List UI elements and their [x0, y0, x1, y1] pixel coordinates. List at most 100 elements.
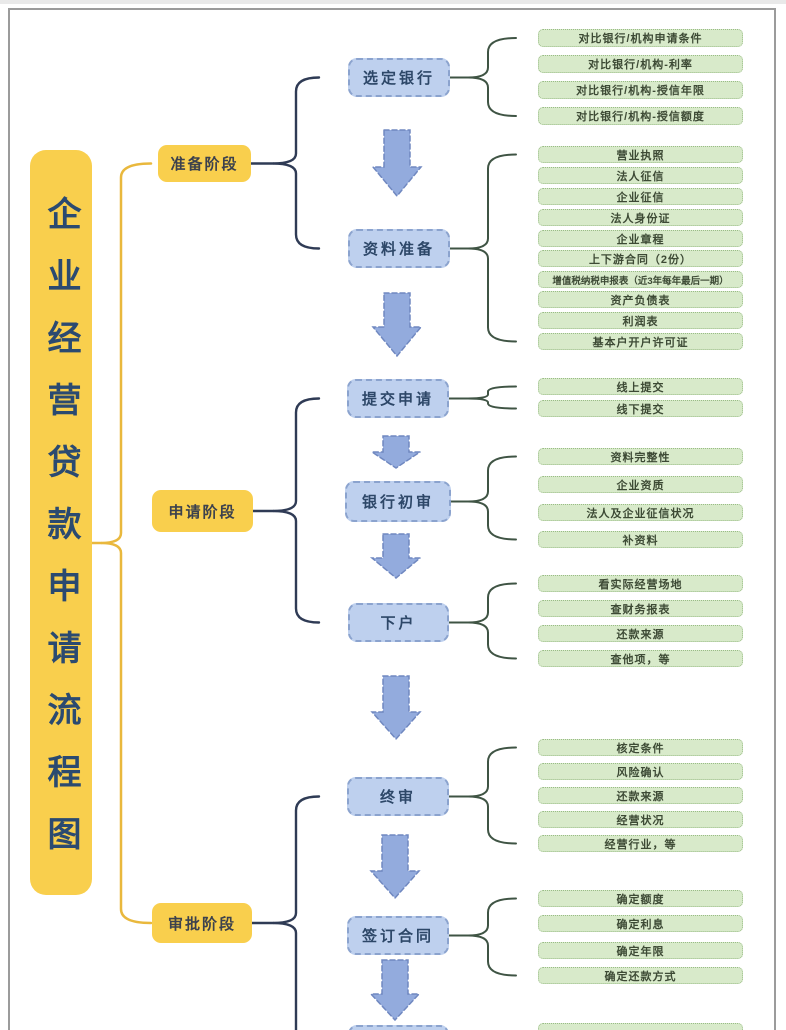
process-box-0-0-label: 选定银行	[362, 70, 435, 87]
process-box-1-1-label: 银行初审	[361, 494, 434, 511]
leaf-box-1-1-2-label: 法人及企业征信状况	[586, 507, 695, 520]
stage-box-0-label: 准备阶段	[170, 156, 239, 173]
leaf-box-0-1-9: 基本户开户许可证	[538, 333, 743, 350]
flow-arrow-3	[369, 533, 423, 579]
flow-arrow-1	[371, 292, 423, 358]
page-top-strip	[0, 0, 786, 4]
leaf-box-2-0-4: 经营行业，等	[538, 835, 743, 852]
leaf-box-1-2-0-label: 看实际经营场地	[598, 578, 683, 591]
process-box-0-1: 资料准备	[348, 229, 450, 268]
leaf-box-1-2-1-label: 查财务报表	[610, 603, 671, 616]
leaf-box-1-2-0: 看实际经营场地	[538, 575, 743, 592]
leaf-box-0-1-6: 增值税纳税申报表（近3年每年最后一期）	[538, 271, 743, 288]
leaf-box-0-1-8: 利润表	[538, 312, 743, 329]
leaf-box-0-1-2: 企业征信	[538, 188, 743, 205]
leaf-box-2-2-0	[538, 1023, 743, 1030]
process-box-2-0-label: 终审	[379, 789, 416, 806]
leaf-box-0-1-1: 法人征信	[538, 167, 743, 184]
process-brace-0-1	[467, 153, 517, 343]
leaf-box-2-0-1: 风险确认	[538, 763, 743, 780]
leaf-box-0-0-0-label: 对比银行/机构申请条件	[578, 33, 703, 45]
leaf-box-1-0-1-label: 线下提交	[616, 403, 665, 416]
leaf-box-1-1-0: 资料完整性	[538, 448, 743, 465]
leaf-box-1-1-2: 法人及企业征信状况	[538, 504, 743, 521]
leaf-box-2-0-3-label: 经营状况	[616, 814, 665, 827]
leaf-box-1-2-1: 查财务报表	[538, 600, 743, 617]
stage-brace-2	[272, 795, 321, 1030]
leaf-box-2-1-3: 确定还款方式	[538, 967, 743, 984]
leaf-box-1-2-3: 查他项，等	[538, 650, 743, 667]
process-box-2-1-label: 签订合同	[361, 928, 434, 945]
leaf-box-1-0-0-label: 线上提交	[616, 381, 665, 394]
leaf-box-1-1-0-label: 资料完整性	[610, 451, 671, 464]
leaf-box-0-0-3: 对比银行/机构-授信额度	[538, 107, 743, 125]
flow-arrow-0	[371, 129, 423, 198]
stage-box-1: 申请阶段	[152, 490, 253, 532]
leaf-box-0-1-6-label: 增值税纳税申报表（近3年每年最后一期）	[552, 275, 729, 287]
leaf-box-0-0-2: 对比银行/机构-授信年限	[538, 81, 743, 99]
process-brace-1-0	[467, 385, 517, 410]
leaf-box-1-2-2: 还款来源	[538, 625, 743, 642]
title-brace	[100, 162, 153, 925]
diagram-title-text: 企业经营贷款申请流程图	[42, 195, 80, 878]
diagram-title: 企业经营贷款申请流程图	[30, 150, 92, 895]
process-brace-2-0	[467, 746, 517, 845]
flow-arrow-6	[369, 959, 421, 1022]
leaf-box-0-0-0: 对比银行/机构申请条件	[538, 29, 743, 47]
stage-box-2: 审批阶段	[152, 903, 252, 943]
leaf-box-1-0-1: 线下提交	[538, 400, 743, 417]
leaf-box-0-1-3: 法人身份证	[538, 209, 743, 226]
leaf-box-2-1-0-label: 确定额度	[616, 893, 665, 906]
leaf-box-2-1-0: 确定额度	[538, 890, 743, 907]
leaf-box-0-1-7: 资产负债表	[538, 291, 743, 308]
leaf-box-2-0-4-label: 经营行业，等	[604, 838, 677, 851]
leaf-box-0-1-2-label: 企业征信	[616, 191, 665, 204]
stage-box-0: 准备阶段	[158, 145, 251, 182]
process-brace-1-2	[467, 582, 517, 660]
leaf-box-2-0-3: 经营状况	[538, 811, 743, 828]
flow-arrow-5	[369, 834, 421, 900]
stage-brace-0	[272, 76, 321, 250]
leaf-box-2-1-3-label: 确定还款方式	[604, 970, 677, 983]
leaf-box-2-0-2: 还款来源	[538, 787, 743, 804]
leaf-box-0-1-5: 上下游合同（2份）	[538, 250, 743, 267]
leaf-box-2-0-2-label: 还款来源	[616, 790, 665, 803]
process-box-1-2-label: 下户	[380, 615, 417, 632]
process-box-2-1: 签订合同	[347, 916, 449, 955]
leaf-box-2-0-0-label: 核定条件	[616, 742, 665, 755]
leaf-box-1-1-1: 企业资质	[538, 476, 743, 493]
leaf-box-0-1-5-label: 上下游合同（2份）	[588, 253, 693, 266]
leaf-box-1-1-1-label: 企业资质	[616, 479, 665, 492]
leaf-box-1-1-3-label: 补资料	[622, 534, 659, 547]
flow-arrow-2	[369, 435, 423, 469]
leaf-box-0-1-1-label: 法人征信	[616, 170, 665, 183]
process-box-2-0: 终审	[347, 777, 449, 816]
leaf-box-0-1-0-label: 营业执照	[616, 149, 665, 162]
leaf-box-0-0-1-label: 对比银行/机构-利率	[588, 59, 693, 71]
process-box-0-1-label: 资料准备	[362, 241, 435, 258]
stage-brace-1	[272, 397, 321, 624]
leaf-box-0-0-1: 对比银行/机构-利率	[538, 55, 743, 73]
stage-box-1-label: 申请阶段	[168, 503, 237, 521]
leaf-box-0-0-3-label: 对比银行/机构-授信额度	[576, 111, 705, 123]
process-brace-0-0	[467, 37, 517, 117]
leaf-box-1-1-3: 补资料	[538, 531, 743, 548]
leaf-box-0-1-9-label: 基本户开户许可证	[592, 336, 689, 349]
leaf-box-1-0-0: 线上提交	[538, 378, 743, 395]
process-box-1-0: 提交申请	[347, 379, 449, 418]
leaf-box-2-0-0: 核定条件	[538, 739, 743, 756]
flow-arrow-4	[370, 675, 422, 741]
leaf-box-0-1-4-label: 企业章程	[616, 233, 665, 246]
leaf-box-2-1-2: 确定年限	[538, 942, 743, 959]
leaf-box-0-1-3-label: 法人身份证	[610, 212, 671, 225]
process-box-0-0: 选定银行	[348, 58, 450, 97]
process-box-1-0-label: 提交申请	[361, 391, 434, 408]
leaf-box-1-2-2-label: 还款来源	[616, 628, 665, 641]
process-box-1-1: 银行初审	[345, 481, 451, 522]
process-box-2-2	[348, 1025, 449, 1030]
leaf-box-2-1-1-label: 确定利息	[616, 918, 665, 931]
leaf-box-2-0-1-label: 风险确认	[616, 766, 665, 779]
stage-box-2-label: 审批阶段	[167, 915, 236, 933]
